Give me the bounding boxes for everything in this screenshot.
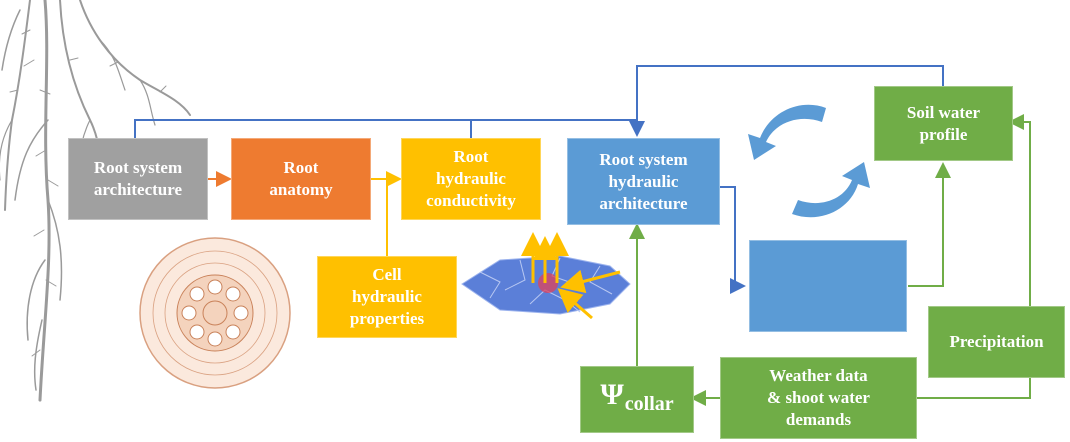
root-anatomy-box: Root anatomy (231, 138, 371, 220)
psi-collar-box: Ψcollar (580, 366, 694, 433)
root-hydraulic-conductivity-label: Root hydraulic conductivity (426, 147, 516, 210)
weather-data-label: Weather data & shoot water demands (767, 366, 870, 429)
root-anatomy-label: Root anatomy (269, 158, 333, 199)
soil-water-profile-label: Soil water profile (906, 102, 981, 144)
soil-water-profile-box: Soil water profile (874, 86, 1013, 161)
precipitation-label: Precipitation (949, 332, 1044, 351)
psi-symbol: Ψ (600, 378, 624, 411)
psi-collar-label: Ψcollar (600, 380, 673, 419)
empty-model-box (749, 240, 907, 332)
root-system-hydraulic-architecture-label: Root system hydraulic architecture (599, 149, 688, 213)
root-cross-section-image (139, 237, 291, 389)
cell-hydraulic-properties-label: Cell hydraulic properties (349, 265, 425, 328)
precipitation-box: Precipitation (928, 306, 1065, 378)
root-hydraulic-conductivity-box: Root hydraulic conductivity (401, 138, 541, 220)
weather-data-box: Weather data & shoot water demands (720, 357, 917, 439)
root-system-architecture-label: Root system architecture (93, 158, 183, 199)
psi-subscript: collar (624, 393, 674, 415)
cycle-arrows-icon (748, 104, 870, 218)
cell-network-image (461, 232, 631, 320)
root-system-hydraulic-architecture-box: Root system hydraulic architecture (567, 138, 720, 225)
root-system-architecture-box: Root system architecture (68, 138, 208, 220)
cell-hydraulic-properties-box: Cell hydraulic properties (317, 256, 457, 338)
